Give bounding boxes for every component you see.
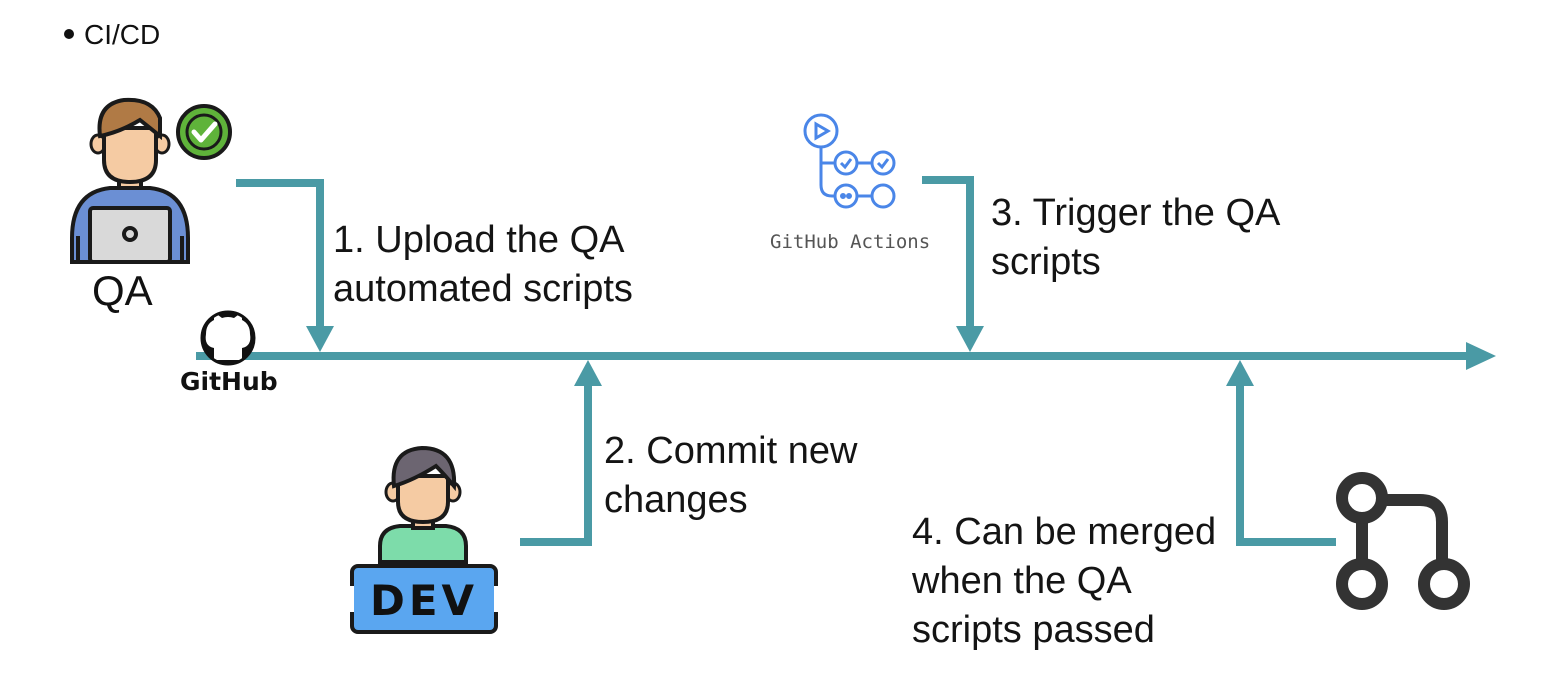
- step-4-line-1: 4. Can be merged: [912, 511, 1217, 553]
- step-2-line-1: 2. Commit new: [604, 430, 858, 472]
- step-1-text: 1. Upload the QA automated scripts: [333, 216, 633, 314]
- step-1-line-1: 1. Upload the QA: [333, 219, 625, 261]
- step-4-line-2: when the QA: [912, 560, 1132, 602]
- check-icon: [176, 104, 232, 160]
- step-2-text: 2. Commit new changes: [604, 427, 857, 525]
- step-4-line-3: scripts passed: [912, 609, 1155, 651]
- step-3-line-1: 3. Trigger the QA: [991, 192, 1281, 234]
- bullet-heading: CI/CD: [64, 18, 160, 52]
- step-1-arrow: [236, 179, 334, 352]
- step-4-arrow: [1226, 360, 1336, 546]
- github-label: GitHub: [180, 367, 278, 396]
- github-octocat-icon: [200, 310, 256, 366]
- dev-person-icon: [350, 445, 498, 634]
- qa-label: QA: [92, 267, 153, 314]
- step-2-arrow: [520, 360, 602, 546]
- step-4-text: 4. Can be merged when the QA scripts pas…: [912, 508, 1216, 655]
- step-3-line-2: scripts: [991, 241, 1101, 283]
- qa-person-icon: [70, 97, 190, 264]
- timeline-arrow: [196, 342, 1496, 370]
- github-actions-label: GitHub Actions: [770, 231, 930, 253]
- step-2-line-2: changes: [604, 479, 748, 521]
- step-3-arrow: [922, 176, 984, 352]
- step-1-line-2: automated scripts: [333, 268, 633, 310]
- merge-branch-icon: [1336, 472, 1470, 610]
- github-actions-icon: [803, 113, 896, 209]
- bullet-text: CI/CD: [84, 19, 161, 50]
- step-3-text: 3. Trigger the QA scripts: [991, 189, 1280, 287]
- bullet-dot: [64, 28, 74, 39]
- dev-label: DEV: [370, 576, 478, 625]
